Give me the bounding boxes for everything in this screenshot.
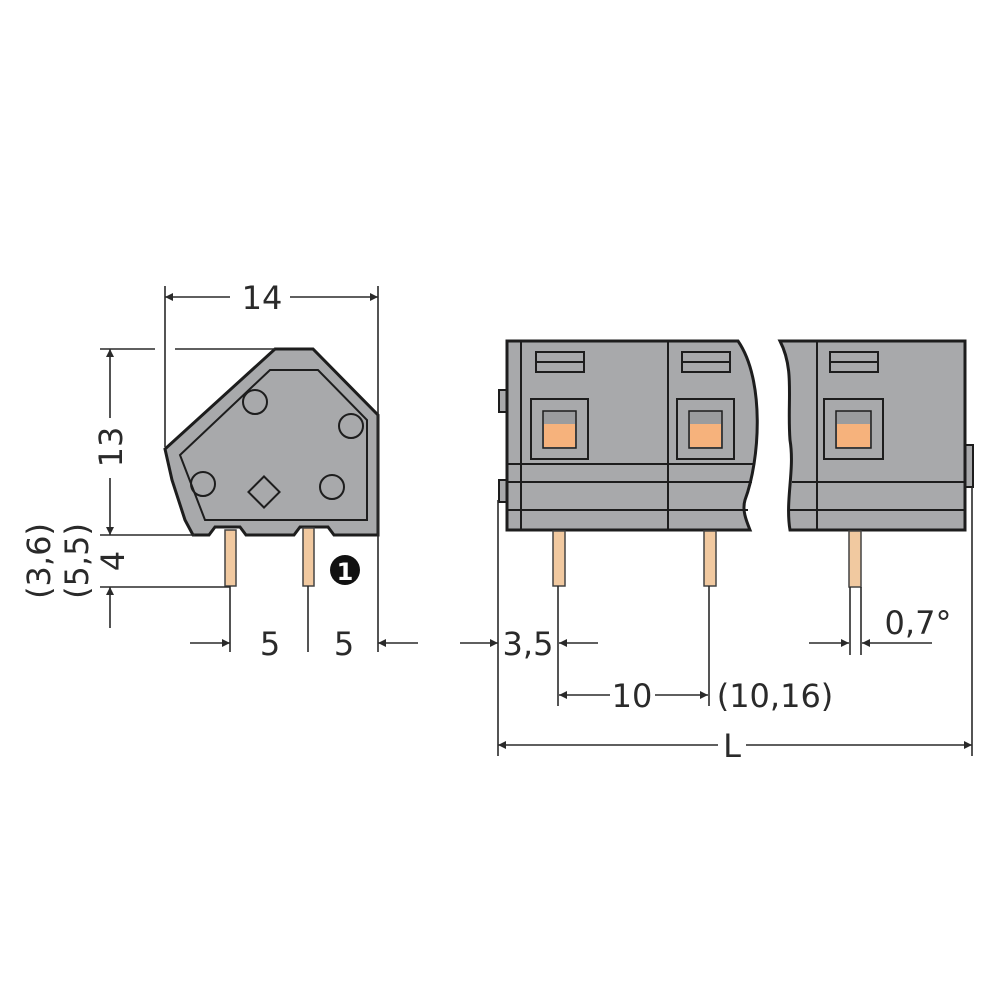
pin (302, 527, 315, 587)
rivet-circle (190, 471, 216, 497)
pin-length-alt1-label: (5,5) (58, 523, 96, 599)
side-housing (163, 347, 380, 537)
rivet-circle (242, 389, 268, 415)
rivet-circle (338, 413, 364, 439)
pin-size-label: 0,7° (885, 604, 952, 642)
rivet-circle (319, 474, 345, 500)
length-label: L (723, 727, 741, 765)
front-view: 3,5 10 (10,16) 0,7° L (460, 339, 974, 765)
pin (703, 530, 717, 587)
pin-length-alt2-label: (3,6) (20, 523, 58, 599)
pitch-right-label: 5 (334, 625, 354, 663)
side-housing-inner (178, 369, 368, 521)
pin (848, 530, 862, 588)
actuator-button (676, 398, 735, 460)
pitch-left-label: 5 (260, 625, 280, 663)
pitch-alt-label: (10,16) (717, 677, 834, 715)
marker-badge (330, 555, 360, 585)
pin (552, 530, 566, 587)
actuator-button (823, 398, 884, 460)
offset-label: 3,5 (503, 625, 554, 663)
pin (224, 529, 237, 587)
diamond-mark (247, 475, 281, 509)
pin-length-label: 4 (94, 551, 132, 571)
actuator-button (530, 398, 589, 460)
pitch-label: 10 (612, 677, 653, 715)
marker-badge-number: 1 (337, 558, 354, 586)
height-label: 13 (92, 427, 130, 468)
side-view: 1 14 13 4 (5,5) (3,6) 5 5 (20, 279, 418, 663)
label-slot (535, 351, 879, 373)
width-label: 14 (242, 279, 283, 317)
